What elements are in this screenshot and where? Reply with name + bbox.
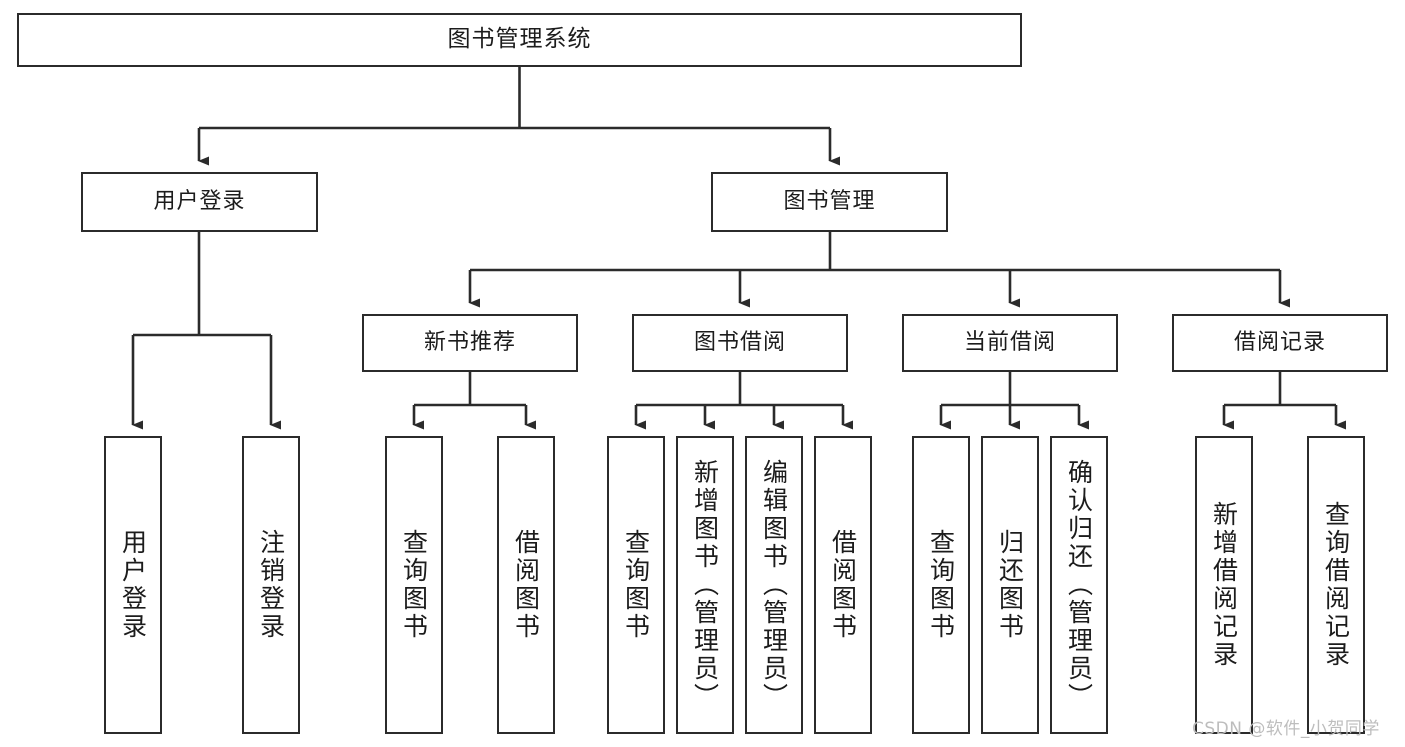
leaf-query-book-borrow-label: 查询图书	[621, 529, 651, 641]
node-new-book-recommend-label: 新书推荐	[423, 329, 516, 355]
node-root-label: 图书管理系统	[447, 26, 592, 53]
leaf-return-book[interactable]: 归还图书	[981, 436, 1039, 734]
node-borrow-record[interactable]: 借阅记录	[1172, 314, 1388, 372]
node-new-book-recommend[interactable]: 新书推荐	[362, 314, 578, 372]
leaf-add-borrow-record-label: 新增借阅记录	[1209, 501, 1239, 669]
leaf-query-borrow-record[interactable]: 查询借阅记录	[1307, 436, 1365, 734]
leaf-confirm-return-admin-label: 确认归还（管理员）	[1064, 459, 1094, 711]
leaf-add-book-admin[interactable]: 新增图书（管理员）	[676, 436, 734, 734]
node-user-login[interactable]: 用户登录	[81, 172, 318, 232]
leaf-query-book-recommend-label: 查询图书	[399, 529, 429, 641]
leaf-query-borrow-record-label: 查询借阅记录	[1321, 501, 1351, 669]
leaf-logout-label: 注销登录	[256, 529, 286, 641]
leaf-edit-book-admin-label: 编辑图书（管理员）	[759, 459, 789, 711]
node-book-borrow-label: 图书借阅	[693, 329, 786, 355]
node-book-management[interactable]: 图书管理	[711, 172, 948, 232]
leaf-borrow-book[interactable]: 借阅图书	[814, 436, 872, 734]
leaf-return-book-label: 归还图书	[995, 529, 1025, 641]
leaf-query-book-borrow[interactable]: 查询图书	[607, 436, 665, 734]
leaf-borrow-book-label: 借阅图书	[828, 529, 858, 641]
node-root[interactable]: 图书管理系统	[17, 13, 1022, 67]
node-user-login-label: 用户登录	[153, 188, 246, 214]
leaf-query-book-recommend[interactable]: 查询图书	[385, 436, 443, 734]
leaf-borrow-book-recommend[interactable]: 借阅图书	[497, 436, 555, 734]
node-book-management-label: 图书管理	[783, 188, 876, 214]
node-borrow-record-label: 借阅记录	[1233, 329, 1326, 355]
leaf-add-borrow-record[interactable]: 新增借阅记录	[1195, 436, 1253, 734]
leaf-logout[interactable]: 注销登录	[242, 436, 300, 734]
csdn-watermark: CSDN @软件_小贺同学	[1192, 719, 1380, 739]
leaf-user-login-label: 用户登录	[118, 529, 148, 641]
node-book-borrow[interactable]: 图书借阅	[632, 314, 848, 372]
leaf-user-login[interactable]: 用户登录	[104, 436, 162, 734]
leaf-confirm-return-admin[interactable]: 确认归还（管理员）	[1050, 436, 1108, 734]
node-current-borrow-label: 当前借阅	[963, 329, 1056, 355]
leaf-query-book-current[interactable]: 查询图书	[912, 436, 970, 734]
leaf-edit-book-admin[interactable]: 编辑图书（管理员）	[745, 436, 803, 734]
leaf-add-book-admin-label: 新增图书（管理员）	[690, 459, 720, 711]
leaf-query-book-current-label: 查询图书	[926, 529, 956, 641]
node-current-borrow[interactable]: 当前借阅	[902, 314, 1118, 372]
leaf-borrow-book-recommend-label: 借阅图书	[511, 529, 541, 641]
